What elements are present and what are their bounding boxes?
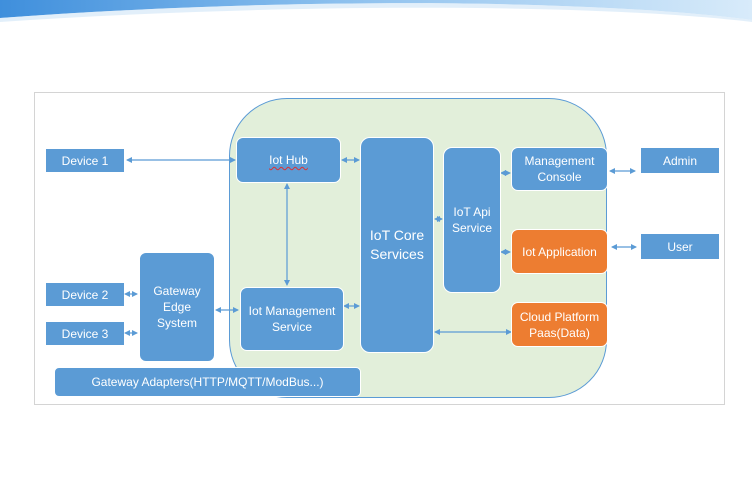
device-1-node: Device 1 xyxy=(46,149,124,172)
device-3-node: Device 3 xyxy=(46,322,124,345)
cloud-platform-line2: Paas(Data) xyxy=(529,325,590,340)
gateway-adapters-node: Gateway Adapters(HTTP/MQTT/ModBus...) xyxy=(54,367,361,397)
iot-application-node: Iot Application xyxy=(511,229,608,274)
iot-core-services-line2: Services xyxy=(370,246,424,262)
gateway-edge-system-node: Gateway Edge System xyxy=(139,252,215,362)
user-label: User xyxy=(667,239,693,254)
gateway-edge-system-line1: Gateway xyxy=(153,284,201,298)
device-1-label: Device 1 xyxy=(61,153,109,168)
iot-api-service-line1: IoT Api xyxy=(453,205,491,219)
header-banner xyxy=(0,0,752,22)
management-console-line1: Management xyxy=(524,154,595,168)
management-console-line2: Console xyxy=(537,170,582,184)
iot-application-label: Iot Application xyxy=(522,244,597,259)
iot-api-service-line2: Service xyxy=(451,221,492,235)
iot-management-service-line2: Service xyxy=(271,320,312,334)
gateway-adapters-label: Gateway Adapters(HTTP/MQTT/ModBus...) xyxy=(91,375,324,389)
iot-api-service-node: IoT Api Service xyxy=(443,147,501,293)
iot-management-service-node: Iot Management Service xyxy=(240,287,344,351)
admin-label: Admin xyxy=(662,153,697,168)
iot-management-service-line1: Iot Management xyxy=(248,304,336,318)
gateway-edge-system-line2: Edge xyxy=(162,300,191,314)
admin-node: Admin xyxy=(641,148,719,173)
iot-core-services-line1: IoT Core xyxy=(369,227,425,243)
device-2-label: Device 2 xyxy=(61,287,109,302)
iot-hub-node: Iot Hub xyxy=(236,137,341,183)
iot-core-services-node: IoT Core Services xyxy=(360,137,434,353)
cloud-platform-line1: Cloud Platform xyxy=(519,309,600,324)
device-3-label: Device 3 xyxy=(61,326,109,341)
cloud-platform-node: Cloud Platform Paas(Data) xyxy=(511,302,608,347)
iot-hub-label: Iot Hub xyxy=(269,153,308,167)
device-2-node: Device 2 xyxy=(46,283,124,306)
user-node: User xyxy=(641,234,719,259)
management-console-node: Management Console xyxy=(511,147,608,191)
gateway-edge-system-line3: System xyxy=(156,316,197,330)
